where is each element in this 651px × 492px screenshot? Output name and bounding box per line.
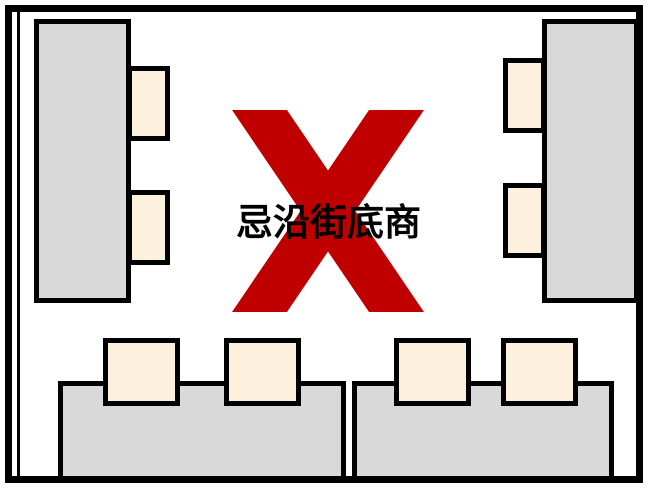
right-seat-bottom xyxy=(503,183,546,258)
bottom-left-seat-1 xyxy=(103,338,180,406)
bottom-right-seat-2 xyxy=(501,338,578,406)
bottom-left-block xyxy=(58,381,346,481)
x-mark xyxy=(232,110,424,312)
right-tall-block xyxy=(542,19,639,303)
warning-label: 忌沿街底商 xyxy=(0,192,651,246)
warning-label-text: 忌沿街底商 xyxy=(236,201,421,244)
x-mark-stroke-2 xyxy=(232,110,424,312)
right-seat-top xyxy=(503,58,546,133)
frame-left-inner-line xyxy=(17,5,20,483)
bottom-right-seat-1 xyxy=(394,338,471,406)
left-seat-top xyxy=(127,66,170,141)
left-tall-block xyxy=(34,19,131,303)
left-seat-bottom xyxy=(127,190,170,265)
bottom-left-seat-2 xyxy=(224,338,301,406)
